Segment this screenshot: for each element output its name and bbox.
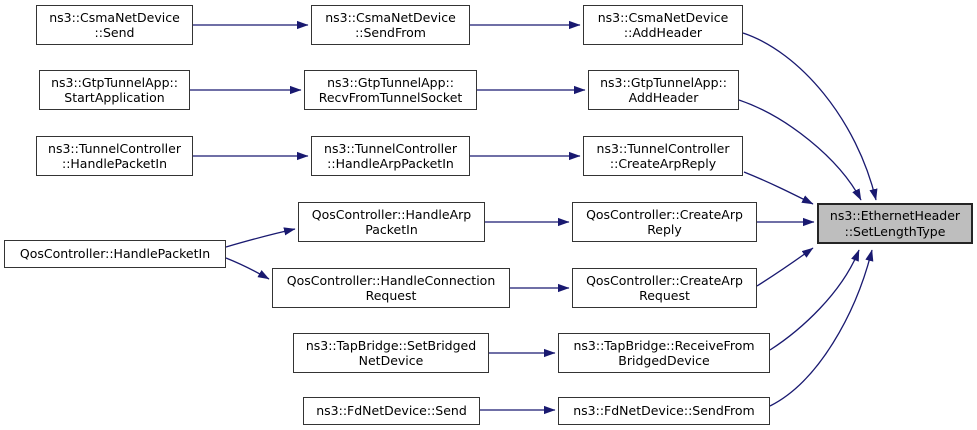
node-label: ns3::TapBridge::ReceiveFrom bbox=[573, 337, 755, 353]
node-tap-receivefrombridgeddevice[interactable]: ns3::TapBridge::ReceiveFrom BridgedDevic… bbox=[558, 333, 770, 373]
edge-tap-rfbd-to-target bbox=[769, 249, 860, 351]
edge-qos-careq-to-target bbox=[756, 247, 814, 287]
node-label: Request bbox=[639, 288, 690, 303]
node-csma-addheader[interactable]: ns3::CsmaNetDevice ::AddHeader bbox=[583, 5, 743, 45]
node-label: ns3::GtpTunnelApp:: bbox=[327, 74, 454, 90]
node-label: ns3::TapBridge::SetBridged bbox=[305, 337, 477, 353]
node-label: NetDevice bbox=[358, 353, 424, 368]
edge-csma-addheader-to-target bbox=[742, 32, 878, 201]
node-label: Reply bbox=[647, 222, 682, 237]
edge-qos-hpi-to-hcr bbox=[225, 257, 270, 280]
node-gtp-recvfromtunnelsocket[interactable]: ns3::GtpTunnelApp:: RecvFromTunnelSocket bbox=[304, 70, 477, 110]
node-csma-send[interactable]: ns3::CsmaNetDevice ::Send bbox=[36, 5, 193, 45]
node-label: RecvFromTunnelSocket bbox=[318, 90, 463, 105]
edge-qos-hpi-to-hapi bbox=[225, 227, 296, 248]
node-label: ns3::FdNetDevice::Send bbox=[316, 403, 467, 419]
node-tap-setbridgednetdevice[interactable]: ns3::TapBridge::SetBridged NetDevice bbox=[293, 333, 489, 373]
node-tunnel-handlepacketin[interactable]: ns3::TunnelController ::HandlePacketIn bbox=[36, 136, 193, 176]
node-label: ns3::GtpTunnelApp:: bbox=[51, 74, 178, 90]
node-label: AddHeader bbox=[628, 90, 699, 105]
node-label: ns3::TunnelController bbox=[324, 140, 457, 156]
node-fd-sendfrom[interactable]: ns3::FdNetDevice::SendFrom bbox=[558, 397, 770, 425]
node-gtp-startapplication[interactable]: ns3::GtpTunnelApp:: StartApplication bbox=[39, 70, 190, 110]
node-label: ns3::TunnelController bbox=[596, 140, 730, 156]
node-label: BridgedDevice bbox=[618, 353, 710, 368]
node-label: ::SendFrom bbox=[355, 25, 426, 40]
node-tunnel-createarpreply[interactable]: ns3::TunnelController ::CreateArpReply bbox=[583, 136, 743, 176]
node-label: QosController::HandlePacketIn bbox=[19, 246, 211, 262]
node-qos-handlepacketin[interactable]: QosController::HandlePacketIn bbox=[4, 240, 226, 268]
node-label: QosController::CreateArp bbox=[586, 272, 743, 288]
node-qos-createarpreply[interactable]: QosController::CreateArp Reply bbox=[572, 202, 757, 242]
node-qos-handlearppacketin[interactable]: QosController::HandleArp PacketIn bbox=[298, 202, 485, 242]
node-label: ns3::FdNetDevice::SendFrom bbox=[573, 403, 755, 419]
node-label: Request bbox=[365, 288, 417, 303]
node-label: ns3::CsmaNetDevice bbox=[325, 9, 456, 25]
node-label: QosController::HandleArp bbox=[311, 206, 472, 222]
node-ethernetheader-setlengthtype: ns3::EthernetHeader ::SetLengthType bbox=[817, 203, 973, 244]
node-label: StartApplication bbox=[64, 90, 165, 105]
node-label: ns3::TunnelController bbox=[48, 140, 181, 156]
node-tunnel-handlearppacketin[interactable]: ns3::TunnelController ::HandleArpPacketI… bbox=[311, 136, 470, 176]
node-label: ns3::EthernetHeader bbox=[829, 208, 961, 223]
node-qos-handleconnectionrequest[interactable]: QosController::HandleConnection Request bbox=[272, 268, 510, 308]
node-label: PacketIn bbox=[365, 222, 418, 237]
node-csma-sendfrom[interactable]: ns3::CsmaNetDevice ::SendFrom bbox=[311, 5, 470, 45]
node-label: ::CreateArpReply bbox=[609, 156, 717, 171]
node-qos-createarprequest[interactable]: QosController::CreateArp Request bbox=[572, 268, 757, 308]
node-label: ::AddHeader bbox=[623, 25, 703, 40]
node-fd-send[interactable]: ns3::FdNetDevice::Send bbox=[303, 397, 480, 425]
node-label: ::HandlePacketIn bbox=[61, 156, 167, 171]
node-label: ::HandleArpPacketIn bbox=[327, 156, 454, 171]
edge-gtp-addheader-to-target bbox=[738, 99, 862, 201]
node-label: ::Send bbox=[94, 25, 135, 40]
edge-fd-sendfrom-to-target bbox=[769, 249, 874, 407]
node-gtp-addheader[interactable]: ns3::GtpTunnelApp:: AddHeader bbox=[588, 70, 739, 110]
edge-tunnel-car-to-target bbox=[743, 171, 814, 205]
node-label: QosController::HandleConnection bbox=[286, 272, 496, 288]
node-label: ns3::CsmaNetDevice bbox=[49, 9, 180, 25]
node-label: QosController::CreateArp bbox=[586, 206, 743, 222]
node-label: ::SetLengthType bbox=[844, 223, 946, 239]
node-label: ns3::GtpTunnelApp:: bbox=[600, 74, 727, 90]
node-label: ns3::CsmaNetDevice bbox=[597, 9, 729, 25]
